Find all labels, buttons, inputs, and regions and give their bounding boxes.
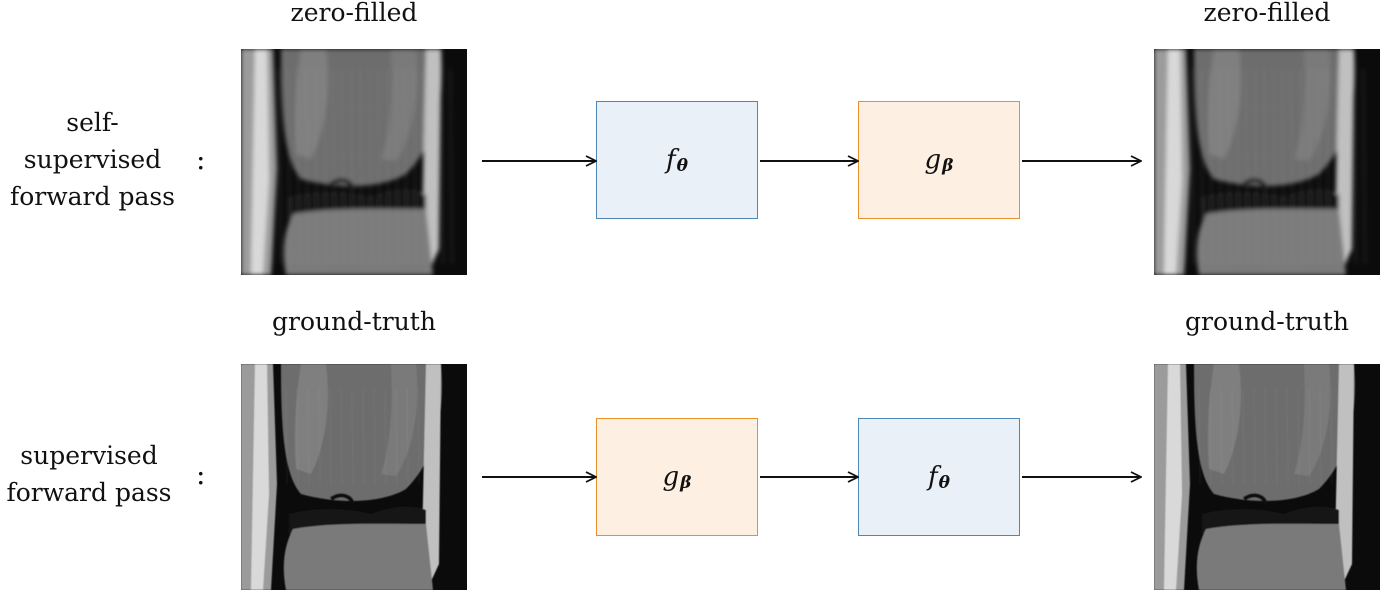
row-label-line: supervised — [20, 441, 158, 470]
block-subscript: θ — [676, 156, 688, 176]
block-subscript: β — [680, 473, 692, 493]
knee-mri-ground-truth-input — [241, 364, 467, 590]
row-colon: : — [196, 143, 206, 176]
row-label-line: supervised — [23, 145, 162, 174]
block-symbol: g — [924, 145, 942, 175]
output-caption-zero-filled: zero-filled — [1203, 0, 1331, 27]
knee-mri-zero-filled-output — [1154, 49, 1380, 275]
block-symbol: f — [666, 145, 676, 175]
row-label-line: forward pass — [9, 182, 176, 211]
block-symbol: f — [928, 462, 938, 492]
row-colon: : — [196, 458, 206, 491]
row-label-line: forward pass — [6, 478, 172, 507]
block-symbol: g — [662, 462, 680, 492]
row-label-line: self- — [66, 108, 119, 137]
input-caption-zero-filled: zero-filled — [290, 0, 418, 27]
input-caption-ground-truth: ground-truth — [272, 307, 436, 336]
knee-mri-zero-filled-input — [241, 49, 467, 275]
row-label-supervised: supervised forward pass — [0, 437, 178, 511]
output-caption-ground-truth: ground-truth — [1185, 307, 1349, 336]
row-label-self-supervised: self- supervised forward pass — [0, 104, 185, 215]
block-subscript: θ — [938, 473, 950, 493]
knee-mri-ground-truth-output — [1154, 364, 1380, 590]
block-subscript: β — [942, 156, 954, 176]
